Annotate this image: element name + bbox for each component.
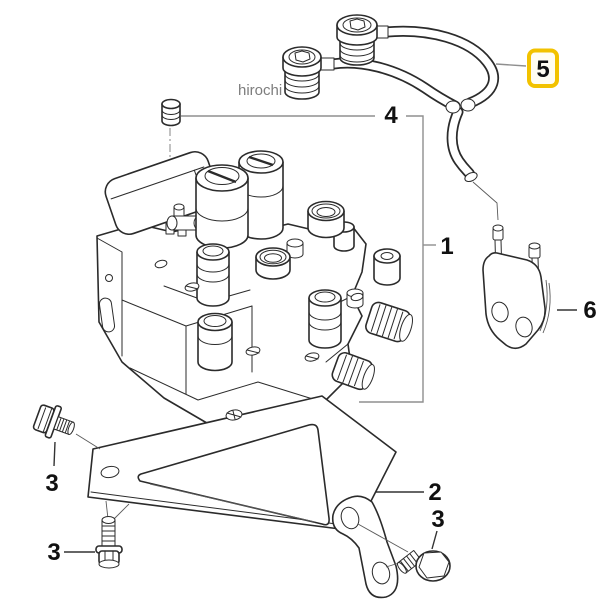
flange-bolt-top-left bbox=[32, 404, 75, 439]
callout-5-highlight-box bbox=[527, 48, 559, 88]
callout-labels: 1 2 3 3 3 4 5 6 bbox=[45, 48, 597, 566]
callout-3-bottom-right[interactable]: 3 bbox=[431, 506, 444, 533]
hose-junction-clamps bbox=[445, 98, 476, 114]
knurled-cap-upper bbox=[365, 301, 413, 343]
pressure-modulator-unit bbox=[96, 150, 413, 433]
hose-union-fitting-left bbox=[282, 46, 335, 100]
flange-bolt-bottom-left bbox=[95, 516, 123, 569]
screw-marks bbox=[184, 282, 364, 362]
solenoid-caps bbox=[195, 150, 401, 372]
knurled-cap-lower bbox=[331, 351, 375, 391]
callout-6[interactable]: 6 bbox=[583, 297, 596, 324]
callout-3-bottom-left[interactable]: 3 bbox=[47, 539, 60, 566]
flange-bolt-bottom-right bbox=[396, 549, 451, 582]
hose-assembly bbox=[282, 14, 500, 183]
mounting-bracket bbox=[75, 395, 413, 599]
watermark-text: hirochi bbox=[238, 82, 282, 99]
callout-1[interactable]: 1 bbox=[440, 233, 453, 260]
callout-2[interactable]: 2 bbox=[428, 479, 441, 506]
callout-4[interactable]: 4 bbox=[384, 102, 398, 129]
mount-pad bbox=[482, 224, 551, 350]
hose-union-fitting-top bbox=[336, 14, 389, 66]
callout-3-top-left[interactable]: 3 bbox=[45, 470, 58, 497]
callout-5[interactable]: 5 bbox=[536, 56, 549, 83]
damper-bushing bbox=[161, 98, 181, 127]
callout-5-highlighted[interactable]: 5 bbox=[527, 48, 559, 88]
